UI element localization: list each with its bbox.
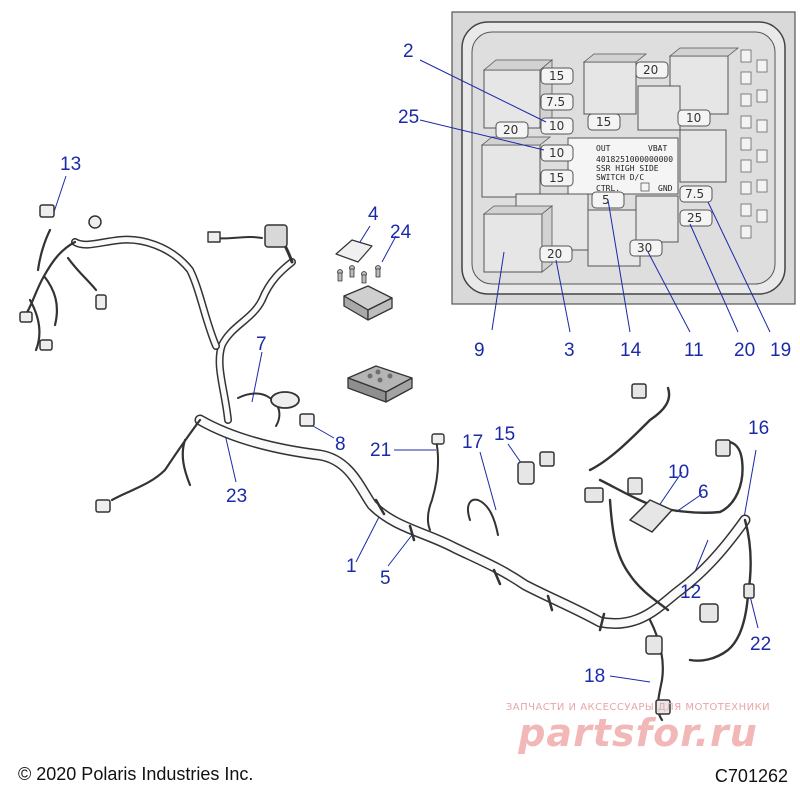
callout-3: 3 (564, 340, 575, 361)
callout-12: 12 (680, 582, 701, 603)
callout-16: 16 (748, 418, 769, 439)
relay-gnd-label: GND (658, 184, 673, 193)
main-wiring-harness (19, 204, 755, 722)
relay-switch-line: SWITCH D/C (596, 173, 644, 182)
callout-24: 24 (390, 222, 412, 243)
callout-10: 10 (668, 462, 689, 483)
fuse-25: 25 (687, 211, 702, 225)
watermark-brand: partsfor.ru (518, 711, 758, 755)
relay-part-number: 4018251000000000 (596, 155, 673, 164)
relay-vbat-label: VBAT (648, 144, 667, 153)
relay-ctrl-label: CTRL. (596, 184, 620, 193)
callout-9: 9 (474, 340, 485, 361)
fuse-15-low: 15 (549, 171, 564, 185)
fuse-20-bottom: 20 (547, 247, 562, 261)
callout-11: 11 (684, 340, 704, 361)
fuse-15-mid: 15 (596, 115, 611, 129)
part-code: C701262 (714, 766, 788, 786)
loose-parts (335, 239, 413, 403)
callout-5: 5 (380, 568, 391, 589)
fuse-20-top: 20 (643, 63, 658, 77)
fuse-10-b: 10 (549, 146, 564, 160)
fuse-20-left: 20 (503, 123, 518, 137)
relay-type-line: SSR HIGH SIDE (596, 164, 659, 173)
fuse-7-5-b: 7.5 (685, 187, 704, 201)
callout-23: 23 (226, 486, 247, 507)
callout-18: 18 (584, 666, 605, 687)
callout-13: 13 (60, 154, 81, 175)
fuse-10-a: 10 (549, 119, 564, 133)
callout-20: 20 (734, 340, 755, 361)
watermark-subtitle: ЗАПЧАСТИ И АКСЕССУАРЫ ДЛЯ МОТОТЕХНИКИ (505, 702, 771, 713)
copyright-notice: © 2020 Polaris Industries Inc. (18, 764, 254, 784)
callout-6: 6 (698, 482, 709, 503)
callout-14: 14 (620, 340, 642, 361)
callout-4: 4 (368, 204, 379, 225)
callout-17: 17 (462, 432, 483, 453)
callout-15: 15 (494, 424, 515, 445)
leader-lines (53, 59, 771, 683)
callout-8: 8 (335, 434, 346, 455)
callout-19: 19 (770, 340, 791, 361)
watermark: ЗАПЧАСТИ И АКСЕССУАРЫ ДЛЯ МОТОТЕХНИКИ pa… (488, 702, 788, 753)
fuse-5: 5 (602, 193, 610, 207)
fuse-30: 30 (637, 241, 652, 255)
callout-21: 21 (370, 440, 391, 461)
ssr-relay-label: OUT VBAT 4018251000000000 SSR HIGH SIDE … (567, 137, 679, 195)
fuse-box-inset: OUT VBAT 4018251000000000 SSR HIGH SIDE … (451, 11, 796, 305)
callout-1: 1 (346, 556, 357, 577)
fuse-15-top: 15 (549, 69, 564, 83)
fuse-10-right: 10 (686, 111, 701, 125)
callout-25: 25 (398, 107, 419, 128)
callout-labels: 2 25 9 3 14 11 20 19 13 4 24 7 8 21 17 1… (60, 41, 791, 687)
callout-2: 2 (403, 41, 414, 62)
callout-22: 22 (750, 634, 771, 655)
callout-7: 7 (256, 334, 267, 355)
relay-out-label: OUT (596, 144, 611, 153)
fuse-7-5-a: 7.5 (546, 95, 565, 109)
